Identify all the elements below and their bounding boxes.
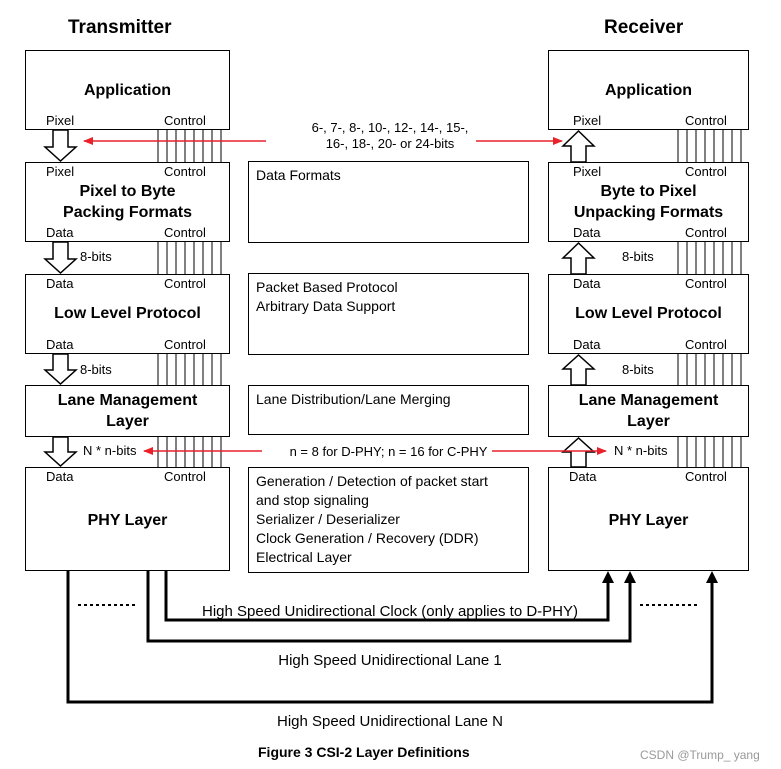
desc-protocol: Packet Based Protocol Arbitrary Data Sup… <box>248 273 529 355</box>
rx-lane-mgmt-block: Lane Management Layer <box>548 385 749 437</box>
tx-arrow-app-to-packing <box>43 129 78 163</box>
hs-links <box>66 571 714 704</box>
laneN-link-label: High Speed Unidirectional Lane N <box>277 713 503 730</box>
rx-application-title: Application <box>604 82 693 99</box>
rx-llp-data-top: Data <box>573 276 601 291</box>
desc-data-formats: Data Formats <box>248 161 529 243</box>
rx-unpacking-control-label: Control <box>685 164 727 179</box>
rx-phy-block: Data Control PHY Layer <box>548 467 749 571</box>
tx-control-lines <box>157 130 222 467</box>
rx-bits-n: N * n-bits <box>614 443 668 458</box>
tx-arrow-llp-to-lane <box>43 353 78 386</box>
tx-packing-title-1: Pixel to Byte <box>79 183 176 200</box>
rx-unpacking-data-label: Data <box>573 225 601 240</box>
rx-phy-title: PHY Layer <box>608 512 689 529</box>
laneN-arrowhead <box>706 571 718 583</box>
pixel-widths-note-1: 6-, 7-, 8-, 10-, 12-, 14-, 15-, <box>311 120 469 135</box>
tx-arrow-lane-to-phy <box>43 436 78 468</box>
watermark: CSDN @Trump_ yang <box>640 748 760 762</box>
rx-arrow-lane-to-llp <box>561 353 596 386</box>
red-arrows <box>83 137 607 455</box>
desc-phy-line-1: Generation / Detection of packet start <box>256 473 488 489</box>
rx-llp-control-top: Control <box>685 276 727 291</box>
tx-llp-control-top: Control <box>164 276 206 291</box>
tx-lane-mgmt-title-1: Lane Management <box>57 392 198 409</box>
rx-llp-block: Data Control Low Level Protocol Data Con… <box>548 274 749 354</box>
tx-packing-control-label: Control <box>164 164 206 179</box>
clock-arrowhead <box>602 571 614 583</box>
desc-protocol-line-1: Packet Based Protocol <box>256 279 398 295</box>
tx-lane-mgmt-block: Lane Management Layer <box>25 385 230 437</box>
tx-llp-data-bottom: Data <box>46 337 74 352</box>
tx-bits-8-a: 8-bits <box>80 249 112 264</box>
desc-protocol-line-2: Arbitrary Data Support <box>256 298 396 314</box>
pixel-widths-note-2: 16-, 18-, 20- or 24-bits <box>325 136 455 151</box>
rx-arrow-unpacking-to-app <box>561 129 596 163</box>
rx-bits-8-b: 8-bits <box>622 362 654 377</box>
tx-llp-data-top: Data <box>46 276 74 291</box>
tx-lane-mgmt-title-2: Layer <box>106 413 149 430</box>
rx-unpacking-title-2: Unpacking Formats <box>573 204 724 221</box>
desc-phy-line-3: Serializer / Deserializer <box>256 511 400 527</box>
tx-bits-8-b: 8-bits <box>80 362 112 377</box>
tx-application-control-label: Control <box>164 113 206 128</box>
tx-application-block: Application Pixel Control <box>25 50 230 130</box>
desc-lane-line: Lane Distribution/Lane Merging <box>256 391 451 407</box>
tx-phy-title: PHY Layer <box>87 512 168 529</box>
rx-arrow-phy-to-lane <box>561 436 596 468</box>
hs-link-arrowheads <box>602 571 718 583</box>
clock-link-label: High Speed Unidirectional Clock (only ap… <box>201 603 578 620</box>
transmitter-title: Transmitter <box>68 17 172 38</box>
lane1-arrowhead <box>624 571 636 583</box>
desc-lane: Lane Distribution/Lane Merging <box>248 385 529 435</box>
rx-bits-8-a: 8-bits <box>622 249 654 264</box>
tx-llp-block: Data Control Low Level Protocol Data Con… <box>25 274 230 354</box>
receiver-title: Receiver <box>604 17 684 38</box>
tx-down-arrows <box>43 129 78 468</box>
tx-llp-title: Low Level Protocol <box>54 305 201 322</box>
rx-phy-data-label: Data <box>569 469 597 484</box>
rx-control-lines <box>677 130 742 467</box>
tx-phy-control-label: Control <box>164 469 206 484</box>
desc-data-formats-line: Data Formats <box>256 167 341 183</box>
tx-application-title: Application <box>83 82 172 99</box>
lane-widths-note: n = 8 for D-PHY; n = 16 for C-PHY <box>289 444 488 459</box>
rx-unpacking-pixel-label: Pixel <box>573 164 602 179</box>
rx-phy-control-label: Control <box>685 469 727 484</box>
rx-unpacking-title-1: Byte to Pixel <box>600 183 697 200</box>
lane1-link <box>146 571 632 643</box>
figure-caption: Figure 3 CSI-2 Layer Definitions <box>258 744 470 760</box>
rx-unpacking-control-bottom-label: Control <box>685 225 727 240</box>
tx-packing-data-label: Data <box>46 225 74 240</box>
tx-bits-n: N * n-bits <box>83 443 137 458</box>
rx-application-pixel-label: Pixel <box>573 113 602 128</box>
tx-arrow-packing-to-llp <box>43 241 78 275</box>
tx-llp-control-bottom: Control <box>164 337 206 352</box>
rx-lane-mgmt-title-1: Lane Management <box>578 392 719 409</box>
tx-packing-block: Pixel Control Pixel to Byte Packing Form… <box>25 162 230 242</box>
rx-lane-mgmt-title-2: Layer <box>627 413 670 430</box>
laneN-link <box>66 571 714 704</box>
rx-llp-control-bottom: Control <box>685 337 727 352</box>
rx-application-control-label: Control <box>685 113 727 128</box>
rx-arrow-llp-to-unpacking <box>561 241 596 275</box>
desc-phy: Generation / Detection of packet start a… <box>248 467 529 573</box>
rx-llp-title: Low Level Protocol <box>575 305 722 322</box>
rx-up-arrows <box>561 129 596 468</box>
rx-application-block: Application Pixel Control <box>548 50 749 130</box>
desc-phy-line-2: and stop signaling <box>256 492 369 508</box>
rx-unpacking-block: Pixel Control Byte to Pixel Unpacking Fo… <box>548 162 749 242</box>
tx-packing-control-bottom-label: Control <box>164 225 206 240</box>
desc-phy-line-5: Electrical Layer <box>256 549 352 565</box>
tx-packing-title-2: Packing Formats <box>63 204 192 221</box>
tx-phy-data-label: Data <box>46 469 74 484</box>
tx-application-pixel-label: Pixel <box>46 113 75 128</box>
desc-phy-line-4: Clock Generation / Recovery (DDR) <box>256 530 479 546</box>
rx-llp-data-bottom: Data <box>573 337 601 352</box>
lane1-link-label: High Speed Unidirectional Lane 1 <box>278 652 502 669</box>
tx-phy-block: Data Control PHY Layer <box>25 467 230 571</box>
clock-link <box>164 571 610 622</box>
tx-packing-pixel-label: Pixel <box>46 164 75 179</box>
